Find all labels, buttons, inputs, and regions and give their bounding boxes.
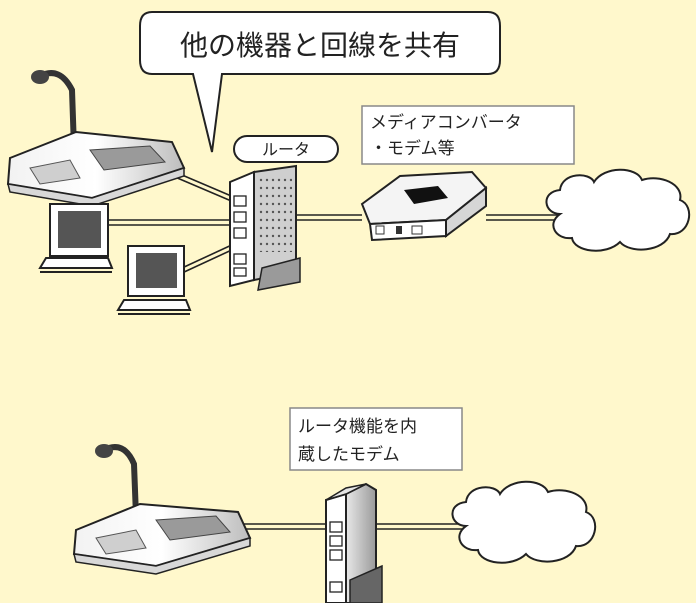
conference-phone-icon (6, 70, 186, 207)
svg-text:ルータ機能を内: ルータ機能を内 (298, 417, 417, 437)
monitor-icon (116, 245, 192, 315)
media-converter-label: メディアコンバータ ・モデム等 (361, 105, 575, 165)
bottom-scene: ルータ機能を内 蔵したモデム (72, 407, 596, 603)
connection-lines-top (108, 171, 560, 274)
router-icon (229, 164, 301, 291)
modem-label: ルータ機能を内 蔵したモデム (289, 407, 463, 471)
monitor-icon (38, 203, 114, 273)
media-converter-icon (360, 170, 488, 242)
modem-icon (325, 482, 383, 603)
cloud-icon (545, 168, 690, 252)
svg-text:蔵したモデム: 蔵したモデム (298, 444, 400, 465)
conference-phone-icon (72, 444, 252, 575)
connection-lines-bottom (240, 523, 466, 530)
svg-text:メディアコンバータ: メディアコンバータ (370, 112, 522, 133)
shared-line-callout: 他の機器と回線を共有 (139, 11, 501, 153)
cloud-icon (451, 480, 596, 564)
svg-text:・モデム等: ・モデム等 (370, 138, 455, 159)
callout-text: 他の機器と回線を共有 (180, 29, 460, 62)
top-scene: 他の機器と回線を共有 ルータ (6, 11, 690, 315)
router-label: ルータ (233, 135, 339, 163)
svg-text:ルータ: ルータ (262, 140, 310, 159)
